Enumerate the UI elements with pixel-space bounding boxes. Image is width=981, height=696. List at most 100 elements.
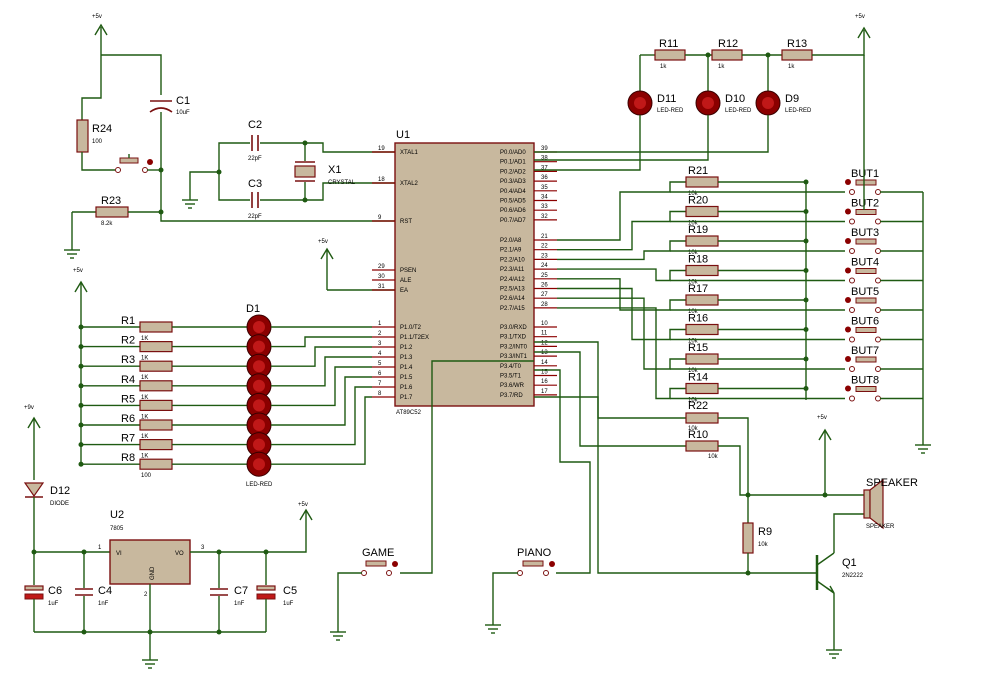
d12-ref: D12 [50,485,70,497]
c5-ref: C5 [283,585,297,597]
pushbutton-but7[interactable] [845,356,881,372]
resistor-r6 [139,419,173,431]
u1-ref: U1 [396,129,410,141]
ic-pin-number: 36 [541,175,548,181]
button-resistor-ref: R17 [688,283,708,295]
power-arrow-icon [27,416,41,480]
button-label: BUT7 [851,345,879,357]
button-resistor-value: 10k [688,368,699,374]
ic-pin-name: P2.2/A10 [500,257,525,263]
c2-ref: C2 [248,119,262,131]
power-arrow-icon [74,280,88,464]
resistor-r17 [685,294,719,306]
button-label: BUT1 [851,168,879,180]
capacitor-c4 [75,588,93,596]
r23-value: 8.2k [101,221,113,227]
button-resistor-ref: R18 [688,254,708,266]
led-resistor-ref: R2 [121,335,135,347]
ic-pin-name: P0.4/AD4 [500,189,526,195]
ic-pin-name: P0.1/AD1 [500,160,526,166]
resistor-r14 [685,382,719,395]
ic-pin-name: P1.7 [400,395,413,401]
ic-pin-number: 4 [378,351,382,357]
led-d1-segment [246,451,272,477]
ic-pin-number: 24 [541,263,548,269]
capacitor-c7 [210,588,228,596]
ground-icon [826,649,842,659]
vcc-label: +5v [817,415,827,421]
pushbutton-but8[interactable] [845,385,881,402]
pushbutton-but1[interactable] [845,179,881,195]
r24-value: 100 [92,139,103,145]
ground-icon [64,249,80,259]
resistor-r7 [139,439,173,451]
c3-ref: C3 [248,178,262,190]
power-arrow-icon [299,508,313,521]
r23-ref: R23 [101,195,121,207]
ic-pin-number: 9 [378,215,382,221]
ic-pin-number: 39 [541,146,548,152]
button-label: BUT5 [851,286,879,298]
pushbutton-but2[interactable] [845,208,881,225]
d10-value: LED-RED [725,108,752,114]
led-d1-segment [246,432,272,458]
transistor-q1 [815,552,835,594]
capacitor-c1 [149,100,173,113]
ic-pin-name: P1.6 [400,385,413,391]
q1-value: 2N2222 [842,573,864,579]
pushbutton-but4[interactable] [845,267,881,284]
ground-icon [182,199,198,209]
c5-value: 1uF [283,601,294,607]
ic-pin-name: P1.5 [400,375,413,381]
button-label: BUT6 [851,316,879,328]
button-label: BUT3 [851,227,879,239]
u2-pin3: 3 [201,545,205,551]
vcc-label: +5v [318,239,328,245]
button-resistor-ref: R16 [688,313,708,325]
resistor-r2 [139,341,173,353]
game-pushbutton[interactable] [361,560,399,576]
button-resistor-value: 10k [688,339,699,345]
resistor-r23 [95,206,129,218]
q1-ref: Q1 [842,557,857,569]
ground-icon [142,659,158,669]
ic-pin-number: 26 [541,283,548,289]
capacitor-c6 [24,585,44,600]
ic-pin-number: 22 [541,244,548,250]
pushbutton-but5[interactable] [845,297,881,313]
crystal-x1 [294,143,316,200]
ic-pin-number: 21 [541,234,548,240]
button-resistor-ref: R19 [688,224,708,236]
button-label: BUT8 [851,375,879,387]
pushbutton-but6[interactable] [845,326,881,343]
pushbutton-but3[interactable] [845,238,881,254]
button-resistor-ref: R14 [688,372,708,384]
ic-pin-number: 16 [541,379,548,385]
d11-value: LED-RED [657,108,684,114]
r11-ref: R11 [659,38,678,50]
c4-ref: C4 [98,585,112,597]
piano-label: PIANO [517,547,552,559]
capacitor-c2 [251,135,259,151]
ic-pin-name: P2.4/A12 [500,277,525,283]
ic-pin-number: 37 [541,165,548,171]
c1-value: 10uF [176,110,190,116]
vcc-label: +9v [24,405,34,411]
ic-pin-name: P1.4 [400,365,413,371]
d1-value: LED-RED [246,482,273,488]
resistor-r21 [685,176,719,188]
reset-pushbutton[interactable] [115,154,154,173]
led-resistor-ref: R7 [121,433,135,445]
resistor-r1 [139,321,173,333]
piano-pushbutton[interactable] [517,560,556,576]
ic-pin-name: P2.0/A8 [500,238,522,244]
resistor-r5 [139,399,173,411]
d10-ref: D10 [725,93,745,105]
r12-ref: R12 [718,38,738,50]
ic-pin-number: 15 [541,370,548,376]
led-resistor-value: 1K [141,434,148,440]
led-d1-segment [246,334,272,360]
ic-pin-number: 1 [378,321,382,327]
ic-pin-number: 12 [541,340,548,346]
button-resistor-ref: R15 [688,342,708,354]
